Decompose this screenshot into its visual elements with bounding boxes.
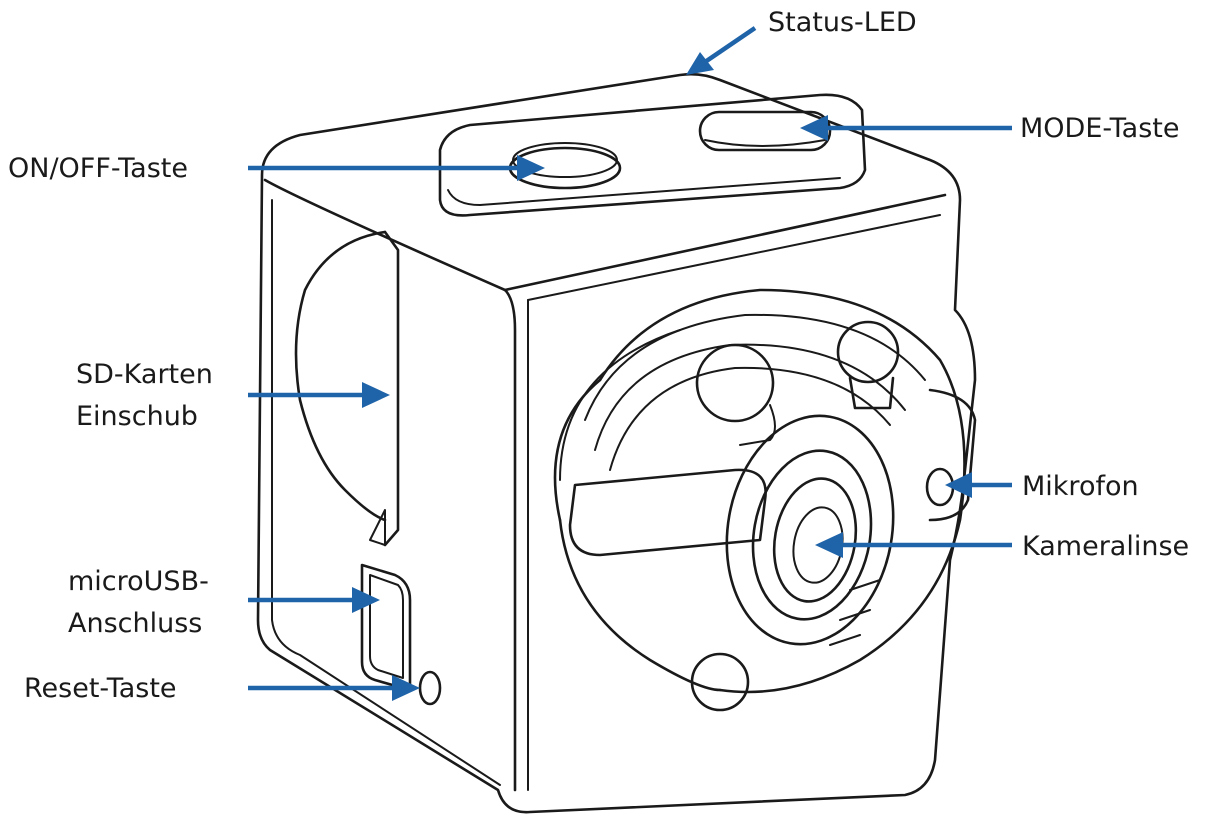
sd-slot-drawing — [294, 230, 400, 547]
top-plate — [438, 93, 867, 217]
arrow-mode-button — [800, 115, 1012, 141]
label-sd-slot-line1: SD-Karten — [76, 359, 213, 390]
microphone-drawing — [925, 467, 955, 507]
arrow-micro-usb — [248, 587, 380, 613]
lens-assembly — [553, 288, 977, 712]
label-on-off-button: ON/OFF-Taste — [8, 153, 188, 184]
label-micro-usb-line1: microUSB- — [68, 566, 209, 597]
arrow-sd-slot — [248, 382, 390, 408]
mode-button-drawing — [698, 110, 832, 152]
arrow-camera-lens — [815, 532, 1012, 558]
arrow-on-off-button — [248, 155, 545, 181]
label-status-led: Status-LED — [768, 7, 917, 38]
camera-body — [256, 72, 977, 814]
label-micro-usb-line2: Anschluss — [68, 608, 203, 639]
arrow-microphone — [945, 472, 1012, 498]
label-camera-lens: Kameralinse — [1022, 531, 1190, 562]
camera-lens-drawing — [725, 414, 895, 646]
label-reset-button: Reset-Taste — [24, 673, 177, 704]
micro-usb-port-drawing — [360, 563, 412, 692]
arrow-reset-button — [248, 675, 420, 701]
arrow-status-led — [686, 26, 757, 75]
label-mode-button: MODE-Taste — [1020, 113, 1180, 144]
label-microphone: Mikrofon — [1022, 471, 1139, 502]
reset-button-drawing — [418, 670, 442, 706]
label-sd-slot-line2: Einschub — [76, 401, 198, 432]
callout-arrows — [248, 26, 1012, 701]
